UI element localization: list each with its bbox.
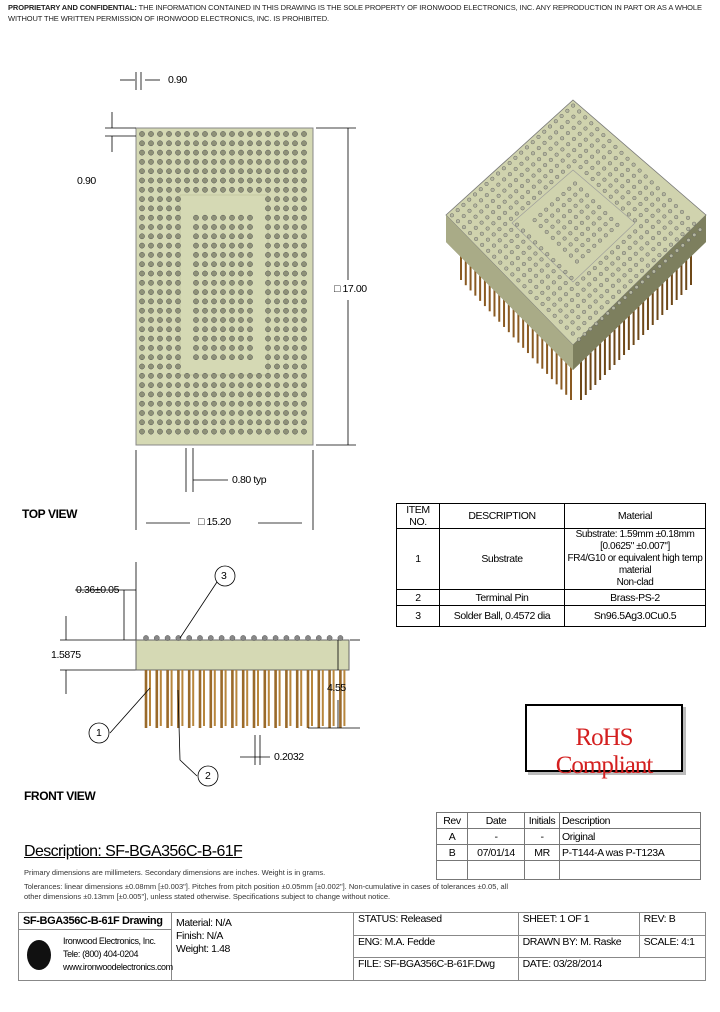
top-dim-lines [105, 72, 356, 530]
pitch-x-dim: 0.90 [168, 74, 187, 86]
note-tolerance-2: other dimensions ±0.13mm [±0.005"], unle… [24, 892, 391, 901]
callout-3: 3 [221, 570, 227, 582]
ironwood-logo [27, 940, 51, 970]
description-title: Description: SF-BGA356C-B-61F [24, 843, 243, 860]
ball-dia-dim: 0.36±0.05 [76, 584, 120, 596]
note-tolerance-1: Tolerances: linear dimensions ±0.08mm [±… [24, 882, 509, 891]
table-row: ITEM NO. DESCRIPTION Material [396, 503, 706, 529]
pin-length-dim: 4.55 [327, 682, 346, 694]
revision-table: Rev Date Initials Description A - - Orig… [436, 812, 701, 880]
rohs-badge: RoHS Compliant [525, 704, 683, 779]
file-field: FILE: SF-BGA356C-B-61F.Dwg [353, 957, 519, 981]
board-thickness-dim: 1.5875 [51, 649, 81, 661]
weight-field: Weight: 1.48 [176, 943, 230, 955]
table-row: A - - Original [436, 828, 701, 845]
company-name: Ironwood Electronics, Inc. [63, 936, 156, 946]
pin-dia-dim: 0.2032 [274, 751, 304, 763]
width-dim: □ 15.20 [198, 516, 231, 528]
table-row: 1 Substrate Substrate: 1.59mm ±0.18mm [0… [396, 528, 706, 590]
confidentiality-notice: PROPRIETARY AND CONFIDENTIAL: THE INFORM… [8, 3, 702, 23]
height-dim: □ 17.00 [334, 283, 367, 295]
drawn-field: DRAWN BY: M. Raske [517, 934, 640, 959]
note-units: Primary dimensions are millimeters. Seco… [24, 868, 326, 877]
table-row: B 07/01/14 MR P-T144-A was P-T123A [436, 844, 701, 861]
date-field: DATE: 03/28/2014 [517, 957, 707, 981]
callout-1: 1 [96, 727, 102, 739]
ball-typ-dim: 0.80 typ [232, 474, 267, 486]
company-web: www.ironwoodelectronics.com [63, 962, 173, 972]
top-view-label: TOP VIEW [22, 507, 78, 521]
front-view-label: FRONT VIEW [24, 789, 96, 803]
material-field: Material: N/A [176, 917, 232, 929]
callout-2: 2 [205, 770, 211, 782]
status-field: STATUS: Released [353, 912, 519, 936]
rev-field: REV: B [638, 912, 707, 936]
drawing-title: SF-BGA356C-B-61F Drawing [19, 913, 171, 930]
sheet-field: SHEET: 1 OF 1 [517, 912, 640, 936]
front-view [60, 562, 360, 787]
material-table: ITEM NO. DESCRIPTION Material 1 Substrat… [396, 503, 706, 627]
ball-grid [139, 131, 307, 435]
finish-field: Finish: N/A [176, 930, 223, 942]
iso-view [445, 99, 707, 400]
table-row: 2 Terminal Pin Brass-PS-2 [396, 589, 706, 606]
table-row: Rev Date Initials Description [436, 812, 701, 829]
title-block: SF-BGA356C-B-61F Drawing Ironwood Electr… [18, 912, 707, 981]
pitch-y-dim: 0.90 [77, 175, 96, 187]
eng-field: ENG: M.A. Fedde [353, 934, 519, 959]
scale-field: SCALE: 4:1 [638, 934, 707, 959]
table-row: 3 Solder Ball, 0.4572 dia Sn96.5Ag3.0Cu0… [396, 605, 706, 627]
table-row [436, 860, 701, 880]
company-tel: Tele: (800) 404-0204 [63, 949, 139, 959]
